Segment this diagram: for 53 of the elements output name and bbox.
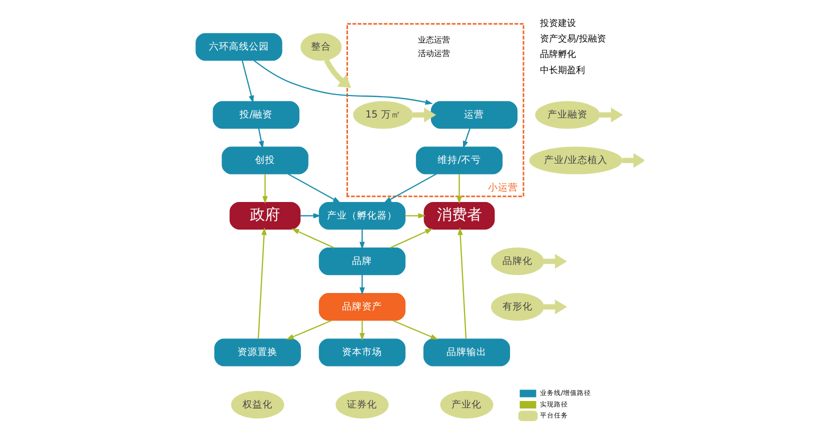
node-box: 创投 xyxy=(221,146,308,174)
arrow xyxy=(241,60,254,104)
node-ellipse: 产业化 xyxy=(440,390,493,419)
node-ellipse: 品牌化 xyxy=(490,248,544,276)
arrow xyxy=(599,108,623,122)
node-box: 消费者 xyxy=(423,202,494,230)
node-box: 资源置换 xyxy=(214,338,300,366)
node-ellipse: 产业/业态植入 xyxy=(528,146,622,174)
arrow xyxy=(412,108,436,122)
label: 中长期盈利 xyxy=(539,66,584,76)
node-box: 产业（孵化器） xyxy=(318,202,405,230)
arrow xyxy=(462,128,470,149)
label: 品牌孵化 xyxy=(539,50,576,60)
arrow xyxy=(359,320,364,341)
arrow xyxy=(287,173,340,204)
node-box: 六环高线公园 xyxy=(195,33,282,61)
arrow xyxy=(543,299,567,314)
node-box: 品牌输出 xyxy=(422,338,510,366)
node-box: 政府 xyxy=(229,202,300,230)
node-box: 维持/不亏 xyxy=(415,146,502,174)
node-ellipse: 15 万㎡ xyxy=(352,101,413,129)
arrow xyxy=(389,228,432,248)
node-box: 投/融资 xyxy=(212,101,299,129)
node-ellipse: 整合 xyxy=(300,33,342,61)
node-box: 品牌资产 xyxy=(318,293,405,321)
arrow xyxy=(457,227,466,339)
arrow xyxy=(404,213,426,218)
arrow xyxy=(359,274,364,296)
arrow xyxy=(324,59,351,88)
node-ellipse: 有形化 xyxy=(490,293,544,321)
arrow xyxy=(456,174,462,204)
arrow xyxy=(291,228,334,248)
arrow xyxy=(359,229,364,250)
node-box: 品牌 xyxy=(318,248,405,276)
node-box: 资本市场 xyxy=(318,338,405,366)
arrow xyxy=(392,320,438,340)
node-box: 运营 xyxy=(430,101,518,129)
arrow xyxy=(258,128,264,149)
arrow xyxy=(622,153,644,168)
label: 投资建设 xyxy=(539,18,576,29)
arrow xyxy=(383,173,436,204)
arrow xyxy=(262,174,268,204)
node-ellipse: 权益化 xyxy=(230,390,284,419)
arrow xyxy=(253,60,432,105)
label: 活动运营 xyxy=(418,48,450,58)
label: 资产交易/投融资 xyxy=(539,34,606,44)
arrow xyxy=(543,254,567,269)
node-ellipse: 证券化 xyxy=(335,390,388,419)
arrow xyxy=(300,213,320,218)
arrow xyxy=(286,320,332,340)
node-ellipse: 产业融资 xyxy=(534,101,600,129)
label: 业态运营 xyxy=(418,34,450,44)
arrow xyxy=(257,227,266,339)
